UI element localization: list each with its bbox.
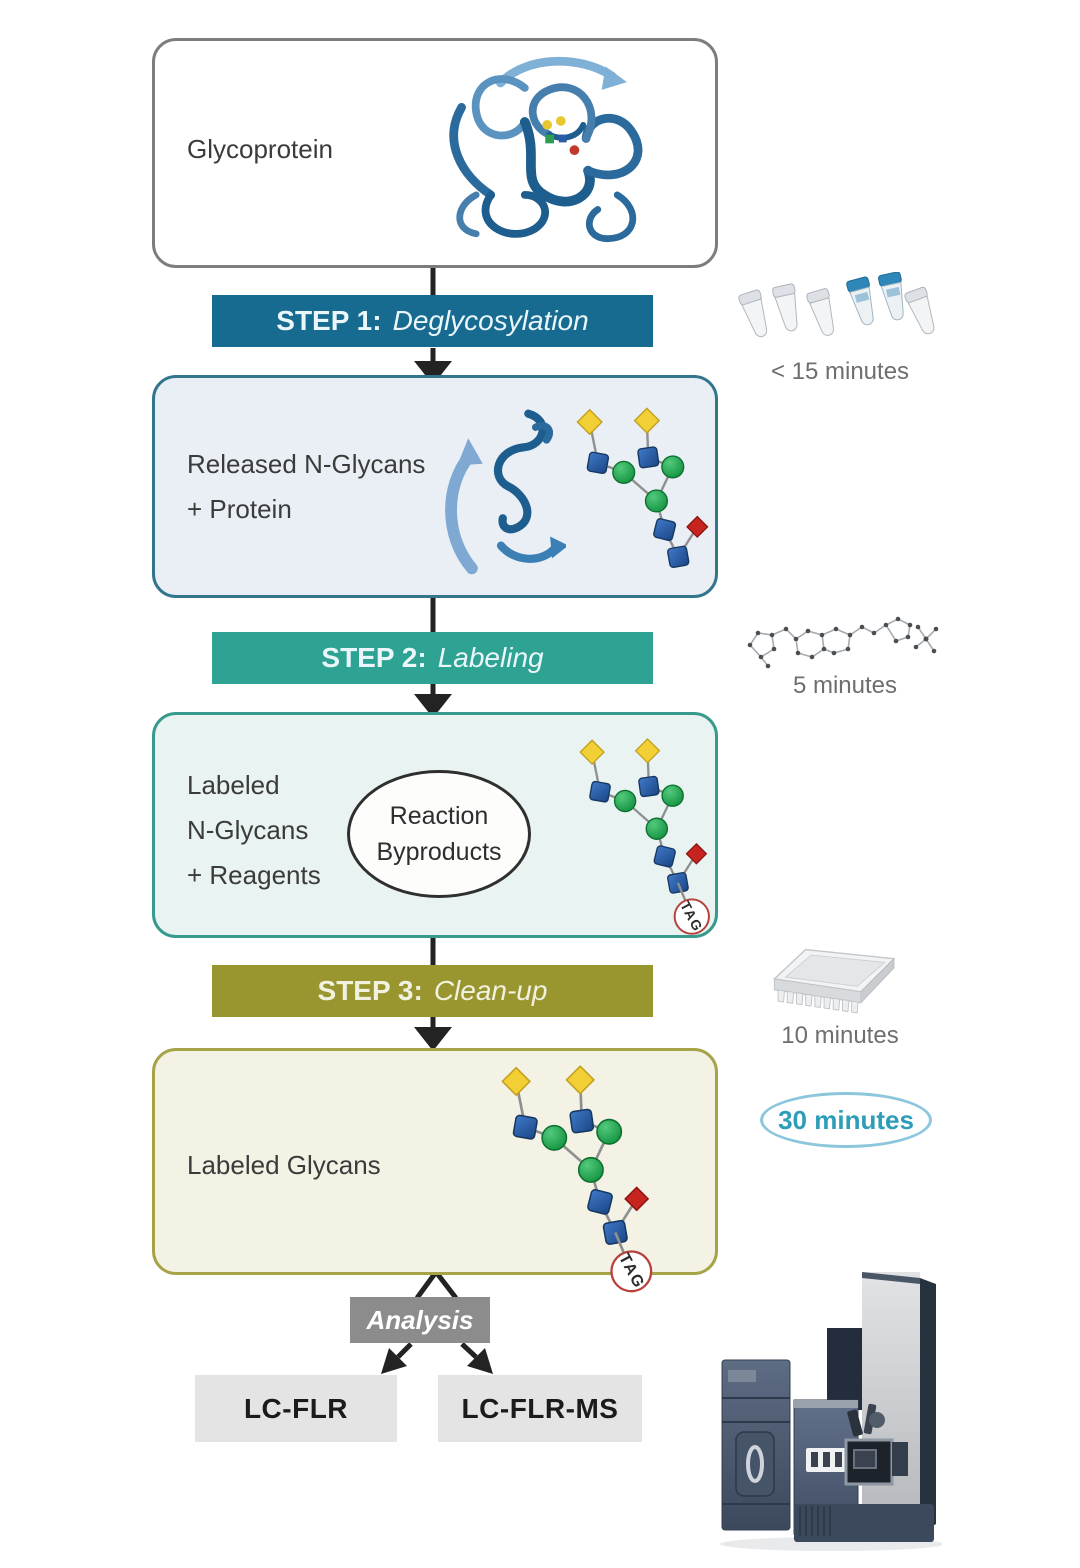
glycoprotein-panel: Glycoprotein (152, 38, 718, 268)
reaction-byproducts-ellipse: Reaction Byproducts (347, 770, 531, 898)
labeled-label-line2: N-Glycans (187, 815, 309, 845)
labeled-glycans-label: Labeled Glycans (187, 1150, 381, 1180)
analysis-label: Analysis (366, 1304, 474, 1335)
lc-flr-ms-label: LC-FLR-MS (461, 1392, 619, 1424)
folded-glycoprotein-icon (449, 56, 643, 243)
step3-name: Clean-up (433, 975, 548, 1006)
labeling-reagent-molecule-icon (747, 616, 939, 669)
released-label-line2: + Protein (187, 494, 292, 524)
lc-ms-instrument-icon (720, 1272, 942, 1551)
lc-flr-box: LC-FLR (195, 1375, 397, 1442)
step2-banner: STEP 2: Labeling (212, 632, 653, 684)
tag-badge: TAG (610, 1231, 653, 1293)
unfolding-protein-icon (445, 409, 566, 575)
released-nglycans-panel: Released N-Glycans + Protein (152, 375, 718, 598)
step1-time-label: < 15 minutes (770, 358, 910, 385)
microcentrifuge-tubes-icon (738, 272, 935, 338)
labeled-glycans-panel: Labeled Glycans TAG (152, 1048, 718, 1293)
lc-flr-label: LC-FLR (243, 1392, 349, 1424)
lc-flr-ms-box: LC-FLR-MS (438, 1375, 642, 1442)
n-glycan-tagged-icon: TAG (501, 1064, 653, 1293)
step1-prefix: STEP 1: (276, 305, 382, 336)
step2-time-label: 5 minutes (792, 672, 898, 699)
total-time-label: 30 minutes (778, 1104, 914, 1135)
step3-prefix: STEP 3: (317, 975, 423, 1006)
tag-badge: TAG (673, 882, 710, 935)
n-glycan-icon (576, 407, 709, 570)
step1-banner: STEP 1: Deglycosylation (212, 295, 653, 347)
step2-prefix: STEP 2: (321, 642, 427, 673)
96-well-plate-icon (772, 948, 896, 1014)
total-time-badge: 30 minutes (760, 1092, 932, 1148)
glycoprotein-label: Glycoprotein (187, 134, 333, 164)
n-glycan-tagged-icon: TAG (579, 737, 710, 935)
byproducts-line1: Reaction (389, 802, 489, 830)
step1-name: Deglycosylation (392, 305, 589, 336)
labeled-label-line3: + Reagents (187, 860, 321, 890)
byproducts-line2: Byproducts (376, 838, 502, 866)
step2-name: Labeling (437, 642, 544, 673)
released-label-line1: Released N-Glycans (187, 449, 426, 479)
step3-banner: STEP 3: Clean-up (212, 965, 653, 1017)
step3-time-label: 10 minutes (781, 1022, 899, 1049)
analysis-box: Analysis (350, 1297, 490, 1343)
labeled-label-line1: Labeled (187, 770, 280, 800)
